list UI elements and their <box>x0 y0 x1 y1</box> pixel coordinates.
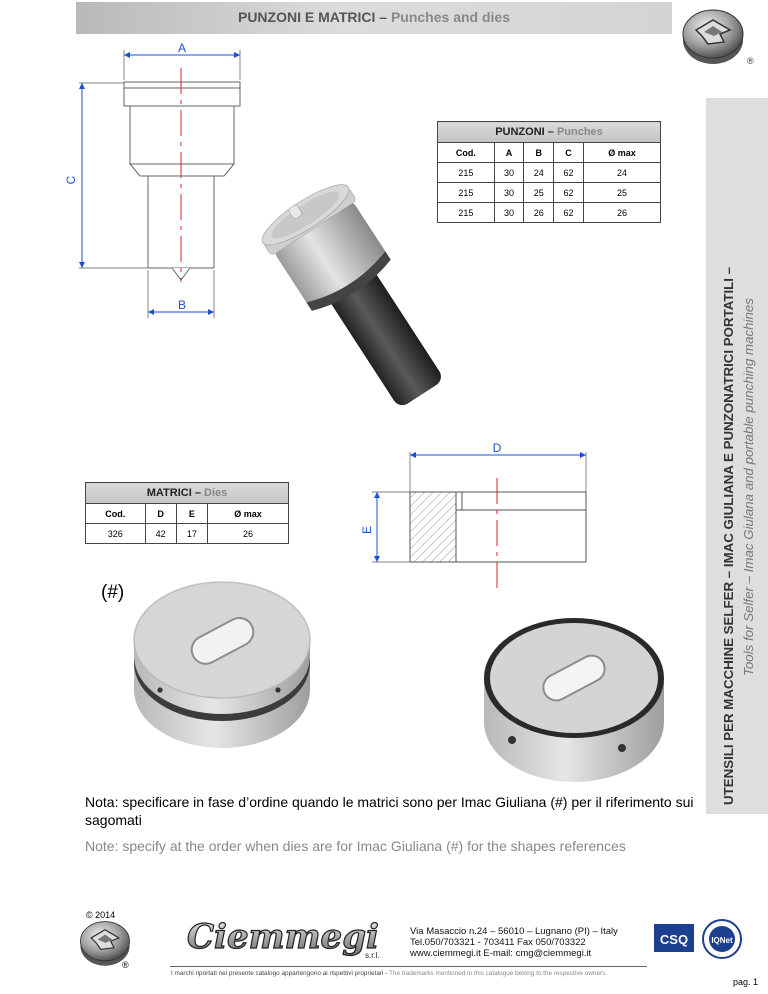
table-row: 215 30 24 62 24 <box>437 162 662 183</box>
registered-mark: ® <box>122 960 129 970</box>
dim-label-d: D <box>493 441 502 455</box>
die-drawing <box>372 452 587 594</box>
side-band <box>706 98 768 814</box>
svg-text:CSQ: CSQ <box>660 932 688 947</box>
table-row: 326 42 17 26 <box>85 523 289 544</box>
page-number: pag. 1 <box>733 977 759 987</box>
table-header: A <box>493 142 525 163</box>
table-header: E <box>175 503 209 524</box>
punch-drawing <box>79 50 241 318</box>
table-header: D <box>144 503 177 524</box>
table-header: B <box>523 142 555 163</box>
company-logo-icon <box>80 921 130 966</box>
dim-label-a: A <box>178 41 186 55</box>
svg-text:Ciemmegi: Ciemmegi <box>187 917 379 957</box>
dies-table: MATRICI – Dies Cod. D E Ø max 326 42 17 … <box>85 482 289 544</box>
table-header: Ø max <box>582 142 662 163</box>
table-header: Cod. <box>85 503 146 524</box>
table-row: 215 30 25 62 25 <box>437 182 662 203</box>
note-italian: Nota: specificare in fase d’ordine quand… <box>85 794 694 828</box>
svg-text:IQNet: IQNet <box>711 936 733 945</box>
svg-text:s.r.l.: s.r.l. <box>365 951 380 960</box>
punches-table-caption: PUNZONI – Punches <box>437 121 661 143</box>
side-title-it: UTENSILI PER MACCHINE SELFER – IMAC GIUL… <box>721 266 736 805</box>
punches-table: PUNZONI – Punches Cod. A B C Ø max 215 3… <box>437 121 662 223</box>
dim-label-b: B <box>178 298 186 312</box>
table-header: Cod. <box>437 142 495 163</box>
table-header: Ø max <box>207 503 289 524</box>
trademark-note: I marchi riportati nel presente catalogo… <box>171 970 608 977</box>
csq-logo-icon <box>654 924 694 952</box>
header-bar: PUNZONI E MATRICI – Punches and dies <box>76 2 672 34</box>
registered-mark: ® <box>747 56 754 66</box>
dim-label-e: E <box>360 526 374 534</box>
brand-wordmark: Ciemmegi s.r.l. <box>186 916 380 960</box>
punch-photo <box>261 184 441 406</box>
note-english: Note: specify at the order when dies are… <box>85 838 626 854</box>
table-row: 215 30 26 62 26 <box>437 202 662 223</box>
table-header: C <box>553 142 584 163</box>
die-photo-giuliana <box>133 581 311 748</box>
company-logo-icon <box>682 9 744 64</box>
dim-label-c: C <box>64 175 78 184</box>
page-title: PUNZONI E MATRICI – Punches and dies <box>237 9 510 25</box>
certification-logos: CSQ IQNet <box>654 919 742 959</box>
company-address: Via Masaccio n.24 – 56010 – Lugnano (PI)… <box>410 926 618 959</box>
footer-divider <box>170 966 647 967</box>
dies-table-caption: MATRICI – Dies <box>85 482 289 504</box>
giuliana-marker: (#) <box>101 582 125 603</box>
side-title-en: Tools for Selfer – Imac Giulana and port… <box>741 298 756 676</box>
technical-drawings: A B C D E <box>64 41 664 782</box>
die-photo-standard <box>484 618 664 782</box>
copyright: © 2014 <box>86 910 116 920</box>
